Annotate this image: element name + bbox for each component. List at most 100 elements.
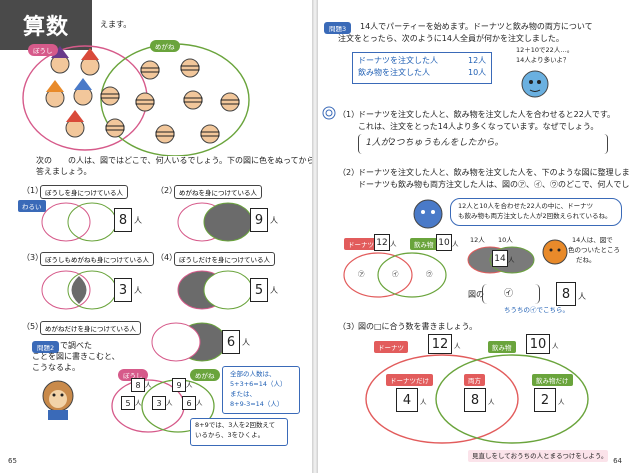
robot-character bbox=[521, 70, 549, 98]
q2-mark-b: ㋑ bbox=[392, 270, 399, 278]
q1-line1: ドーナツを注文した人と、飲み物を注文した人を合わせると22人です。 bbox=[358, 110, 616, 119]
mondai3-bubble-line1: 12＋10で22人…。 bbox=[516, 46, 574, 54]
q2-mark-a: ㋐ bbox=[358, 270, 365, 278]
carry-note-line2: いるから、3をひくよ。 bbox=[195, 431, 265, 439]
q2-bubble2-line3: だね。 bbox=[576, 256, 596, 264]
mondai3-bubble-line2: 14人より多いよ？ bbox=[516, 56, 570, 64]
q3-both-unit: 人 bbox=[488, 398, 495, 406]
item4-label: ぼうしだけを身につけている人 bbox=[174, 252, 275, 266]
item5-number: （5） bbox=[22, 322, 44, 331]
q2-number: （2） bbox=[338, 168, 360, 177]
carry-note-box bbox=[190, 418, 288, 446]
left-page: 算数 えます。 ぼうし めがね bbox=[0, 0, 312, 473]
item1-label: ぼうしを身につけている人 bbox=[40, 185, 128, 199]
q2-bubble1-line1: 12人と10人を合わせた22人の中に、ドーナツ bbox=[458, 202, 594, 210]
glasses-only-box: 6 bbox=[182, 396, 196, 410]
monkey-character bbox=[42, 380, 74, 420]
subject-badge: 算数 bbox=[0, 0, 92, 50]
q2-sum-box: 14 bbox=[492, 250, 508, 267]
item2-number: （2） bbox=[156, 186, 178, 195]
q2-bubble1-line2: も飲み物も両方注文した人が2回数えられているね。 bbox=[458, 212, 612, 220]
q3-donut-only-unit: 人 bbox=[420, 398, 427, 406]
hat-total-unit: 人 bbox=[145, 381, 152, 389]
item1-number: （1） bbox=[22, 186, 44, 195]
calc-note-box bbox=[222, 366, 300, 414]
q2-answer-unit: 人 bbox=[578, 292, 586, 301]
q1-answer-area[interactable] bbox=[358, 134, 608, 154]
item1-answer-box[interactable]: 8 bbox=[114, 208, 132, 232]
mondai2-line1: で調べた bbox=[60, 341, 92, 350]
hat-only-unit: 人 bbox=[135, 399, 142, 407]
q3-both-label: 両方 bbox=[464, 374, 485, 386]
q2-bubble2-line1: 14人は、図で bbox=[572, 236, 613, 244]
glasses-total-box: 9 bbox=[172, 378, 186, 392]
q2-donut-label: ドーナツ bbox=[344, 238, 378, 250]
q2-sum-label-12: 12人 bbox=[470, 236, 485, 244]
mondai2-line2: ことを図に書きこむと、 bbox=[32, 352, 120, 361]
order-drink-value: 10人 bbox=[468, 68, 487, 77]
item3-number: （3） bbox=[22, 253, 44, 262]
item1-unit: 人 bbox=[134, 216, 142, 225]
mondai2-tag: 問題2 bbox=[32, 341, 60, 353]
q2-drink-label: 飲み物 bbox=[410, 238, 438, 250]
q1-line2: これは、注文をとった14人より多くなっています。なぜでしょう。 bbox=[358, 122, 599, 131]
item3-answer-box[interactable]: 3 bbox=[114, 278, 132, 302]
q2-answer-mark[interactable]: ㋑ bbox=[504, 289, 514, 299]
item2-answer-box[interactable]: 9 bbox=[250, 208, 268, 232]
both-unit: 人 bbox=[166, 399, 173, 407]
order-donut-value: 12人 bbox=[468, 56, 487, 65]
q2-answer-prefix: 図の bbox=[468, 290, 484, 299]
q3-venn bbox=[365, 354, 589, 444]
calc-note-line2: 5+3+6=14（人） bbox=[230, 380, 287, 388]
right-page: 問題3 14人でパーティーを始めます。ドーナツと飲み物の両方について 注文をとっ… bbox=[318, 0, 630, 473]
mondai3-line2: 注文をとったら、次のように14人全員が何かを注文しました。 bbox=[338, 34, 564, 43]
item3-unit: 人 bbox=[134, 286, 142, 295]
item3-label: ぼうしもめがねも身につけている人 bbox=[40, 252, 154, 266]
glasses-total-unit: 人 bbox=[186, 381, 193, 389]
q2-line1: ドーナツを注文した人と、飲み物を注文した人を、下のような図に整理しました。 bbox=[358, 168, 630, 177]
q3-drink-label: 飲み物 bbox=[488, 341, 516, 353]
footer-note: 見直しをしておうちの人とまるつけをしよう。 bbox=[472, 452, 608, 460]
q2-mark-bracket bbox=[482, 284, 540, 304]
calc-note-line4: 8+9-3=14（人） bbox=[230, 400, 284, 408]
q3-donut-value-box[interactable]: 12 bbox=[428, 334, 452, 354]
item5-answer-box[interactable]: 6 bbox=[222, 330, 240, 354]
item5-label: めがねだけを身につけている人 bbox=[40, 321, 141, 335]
q2-sum-label-10: 10人 bbox=[498, 236, 513, 244]
q3-donut-unit: 人 bbox=[454, 342, 461, 350]
intro-fragment: えます。 bbox=[100, 20, 132, 29]
q2-donut-unit: 人 bbox=[390, 240, 397, 248]
q2-hint: ちうちの㋑でこちら。 bbox=[504, 306, 569, 314]
q3-both-box[interactable]: 8 bbox=[464, 388, 486, 412]
mondai3-tag: 問題3 bbox=[324, 22, 352, 34]
item5-unit: 人 bbox=[242, 338, 250, 347]
mondai3-line1: 14人でパーティーを始めます。ドーナツと飲み物の両方について bbox=[360, 22, 593, 31]
item4-venn bbox=[177, 270, 253, 310]
q3-number: （3） bbox=[338, 322, 360, 331]
item5-venn bbox=[151, 322, 227, 362]
both-box: 3 bbox=[152, 396, 166, 410]
q3-drink-only-box[interactable]: 2 bbox=[534, 388, 556, 412]
cat-character bbox=[413, 199, 443, 229]
orders-box bbox=[352, 52, 492, 84]
item4-unit: 人 bbox=[270, 286, 278, 295]
q3-drink-value-box[interactable]: 10 bbox=[526, 334, 550, 354]
q2-answer-box[interactable]: 8 bbox=[556, 282, 576, 306]
q3-donut-label: ドーナツ bbox=[374, 341, 408, 353]
q2-sum-unit: 人 bbox=[508, 256, 515, 264]
q3-donut-only-box[interactable]: 4 bbox=[396, 388, 418, 412]
hat-set-label: ぼうし bbox=[28, 44, 58, 56]
question-intro-line2: 答えましょう。 bbox=[36, 167, 92, 176]
q3-drink-only-label: 飲み物だけ bbox=[532, 374, 573, 386]
book-gutter bbox=[312, 0, 318, 473]
left-page-number: 65 bbox=[8, 457, 17, 465]
fox-character bbox=[542, 239, 568, 265]
q2-bubble2-line2: 色のついたところ bbox=[568, 246, 620, 254]
item4-answer-box[interactable]: 5 bbox=[250, 278, 268, 302]
question-intro-line1: 次の の人は、図ではどこで、何人いるでしょう。下の図に色をぬってから bbox=[36, 156, 312, 165]
q2-drink-value-box: 10 bbox=[436, 234, 452, 251]
q3-drink-only-unit: 人 bbox=[558, 398, 565, 406]
item4-number: （4） bbox=[156, 253, 178, 262]
item1-venn bbox=[41, 202, 117, 242]
